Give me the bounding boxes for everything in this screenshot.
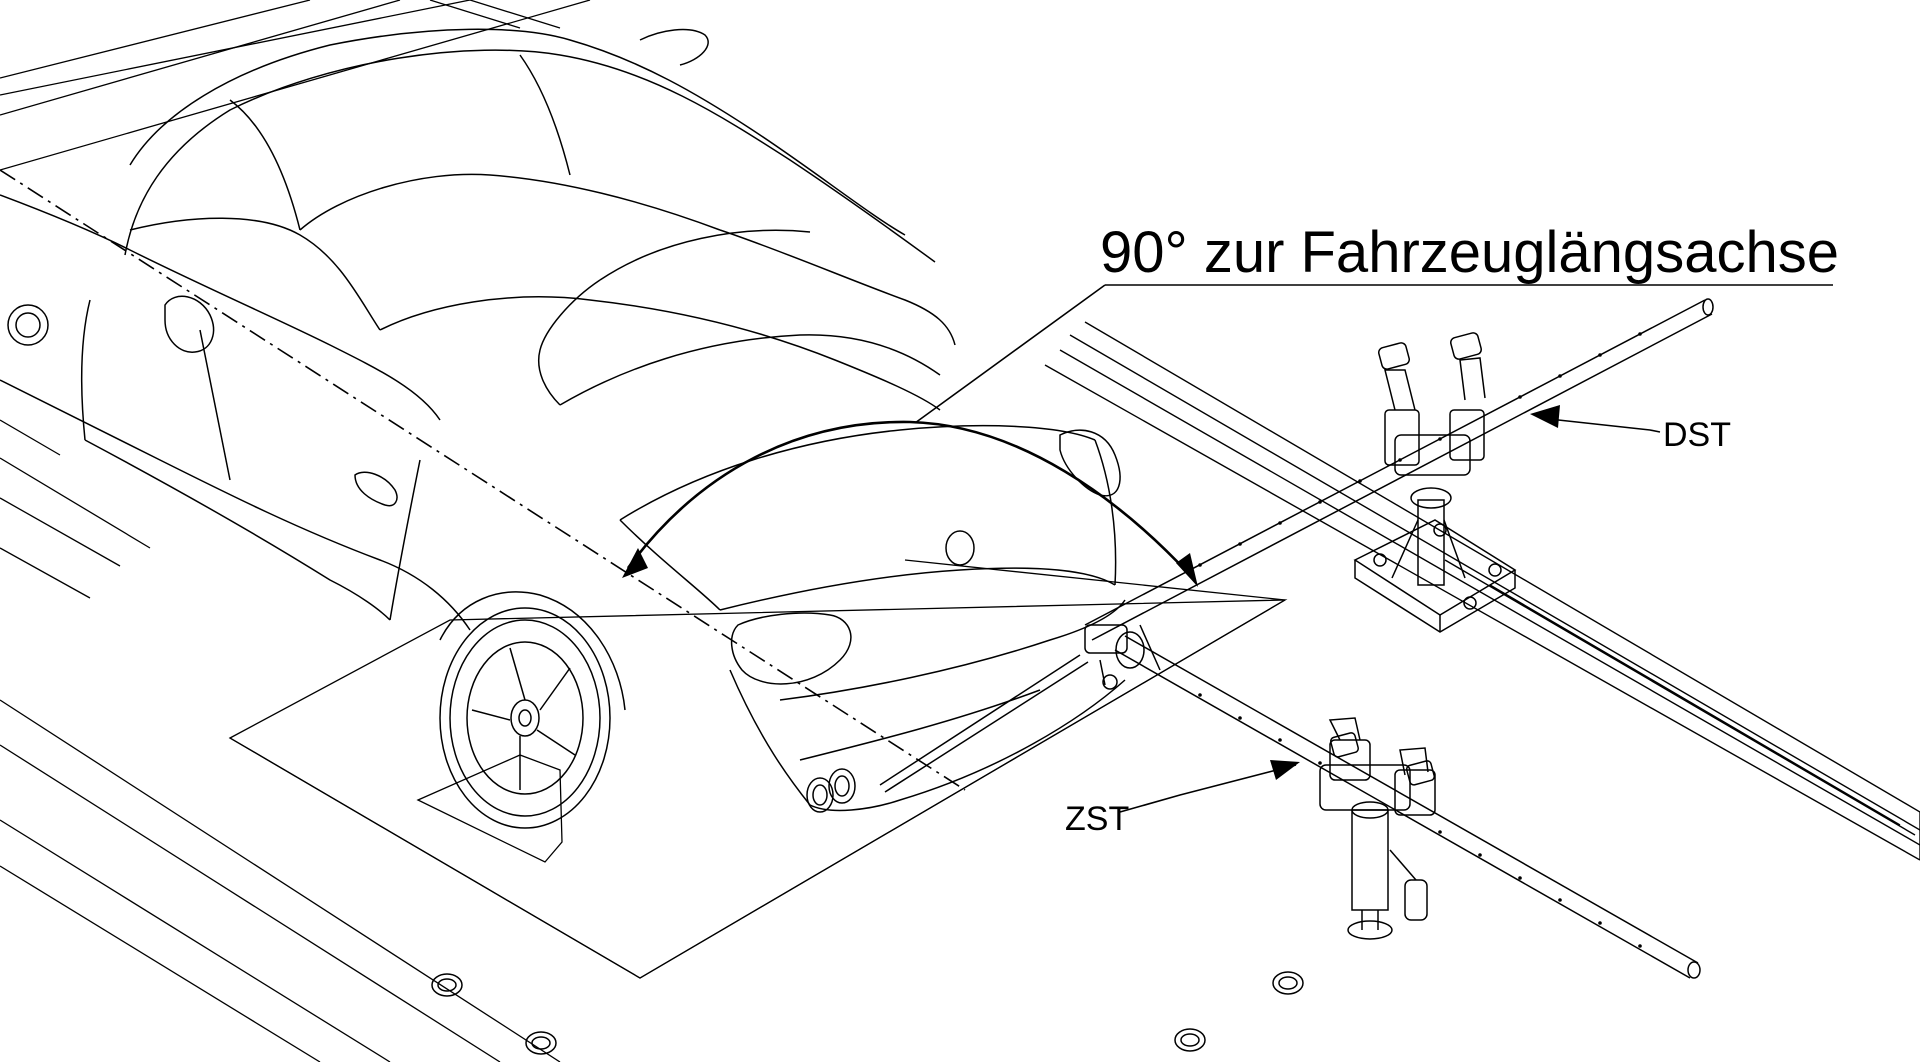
dst-callout — [1530, 405, 1661, 433]
arc-arrowhead-left — [622, 548, 648, 578]
rear-wheel — [439, 591, 626, 829]
floor-lines — [0, 0, 591, 1062]
measuring-bar — [1084, 298, 1714, 979]
zst-callout — [1119, 760, 1300, 813]
vehicle-clamp — [879, 624, 1161, 793]
floor-plates — [228, 559, 1288, 979]
angle-arc — [622, 420, 1198, 587]
arc-arrowhead-right — [1176, 553, 1198, 587]
dst-stand — [1353, 332, 1517, 633]
vehicle-axis-line — [0, 169, 966, 791]
angle-label: 90° zur Fahrzeuglängsachse — [1100, 220, 1839, 285]
dst-label: DST — [1663, 416, 1731, 454]
angle-leader — [914, 284, 1833, 424]
car-body — [0, 28, 1126, 813]
zst-stand — [1319, 717, 1436, 940]
zst-label: ZST — [1065, 800, 1129, 838]
bar-holes — [1198, 332, 1642, 948]
rails — [1044, 321, 1920, 861]
floor-anchors — [431, 971, 1304, 1055]
